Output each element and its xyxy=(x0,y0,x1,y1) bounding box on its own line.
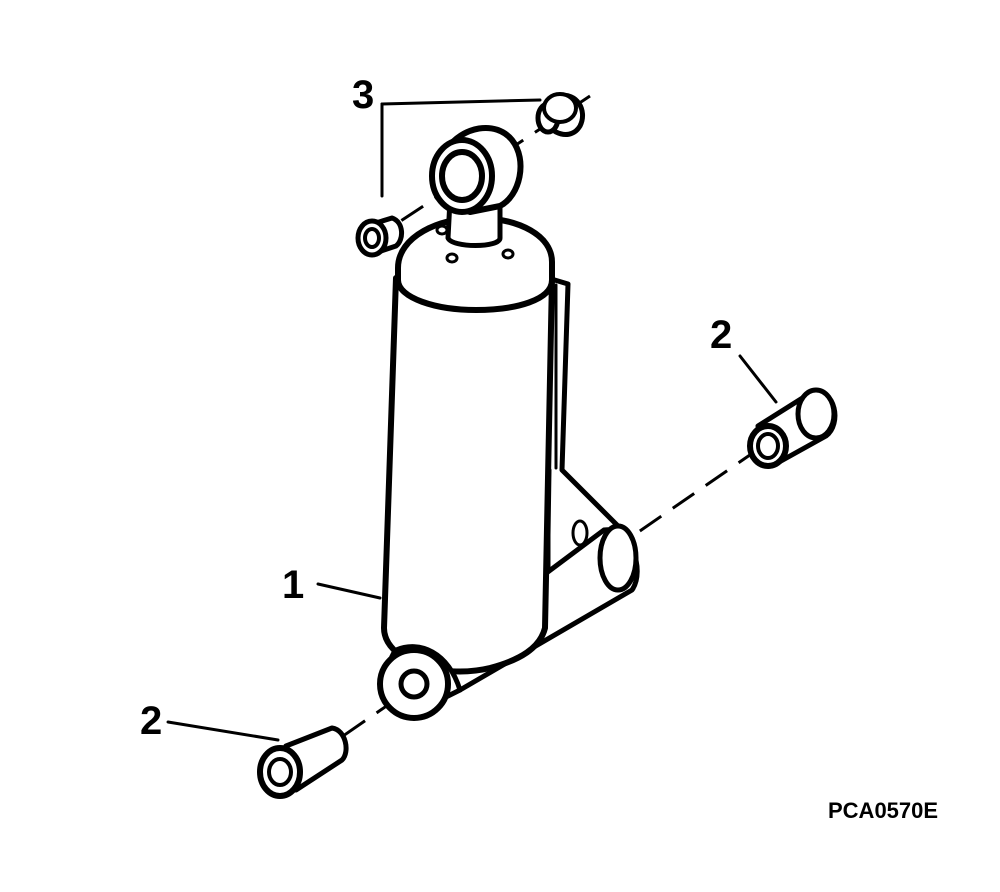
callout-2-right: 2 xyxy=(710,313,732,357)
figure-code: PCA0570E xyxy=(828,798,938,823)
bushing-icon xyxy=(257,725,349,799)
hydraulic-cylinder-icon xyxy=(377,124,640,721)
bushing-icon xyxy=(747,387,838,469)
leader-lines xyxy=(166,98,778,742)
bushing-icon xyxy=(535,92,585,137)
callout-2-left: 2 xyxy=(140,699,162,743)
callout-1: 1 xyxy=(282,563,304,607)
callout-3: 3 xyxy=(352,73,374,117)
bushing-icon xyxy=(355,215,404,258)
